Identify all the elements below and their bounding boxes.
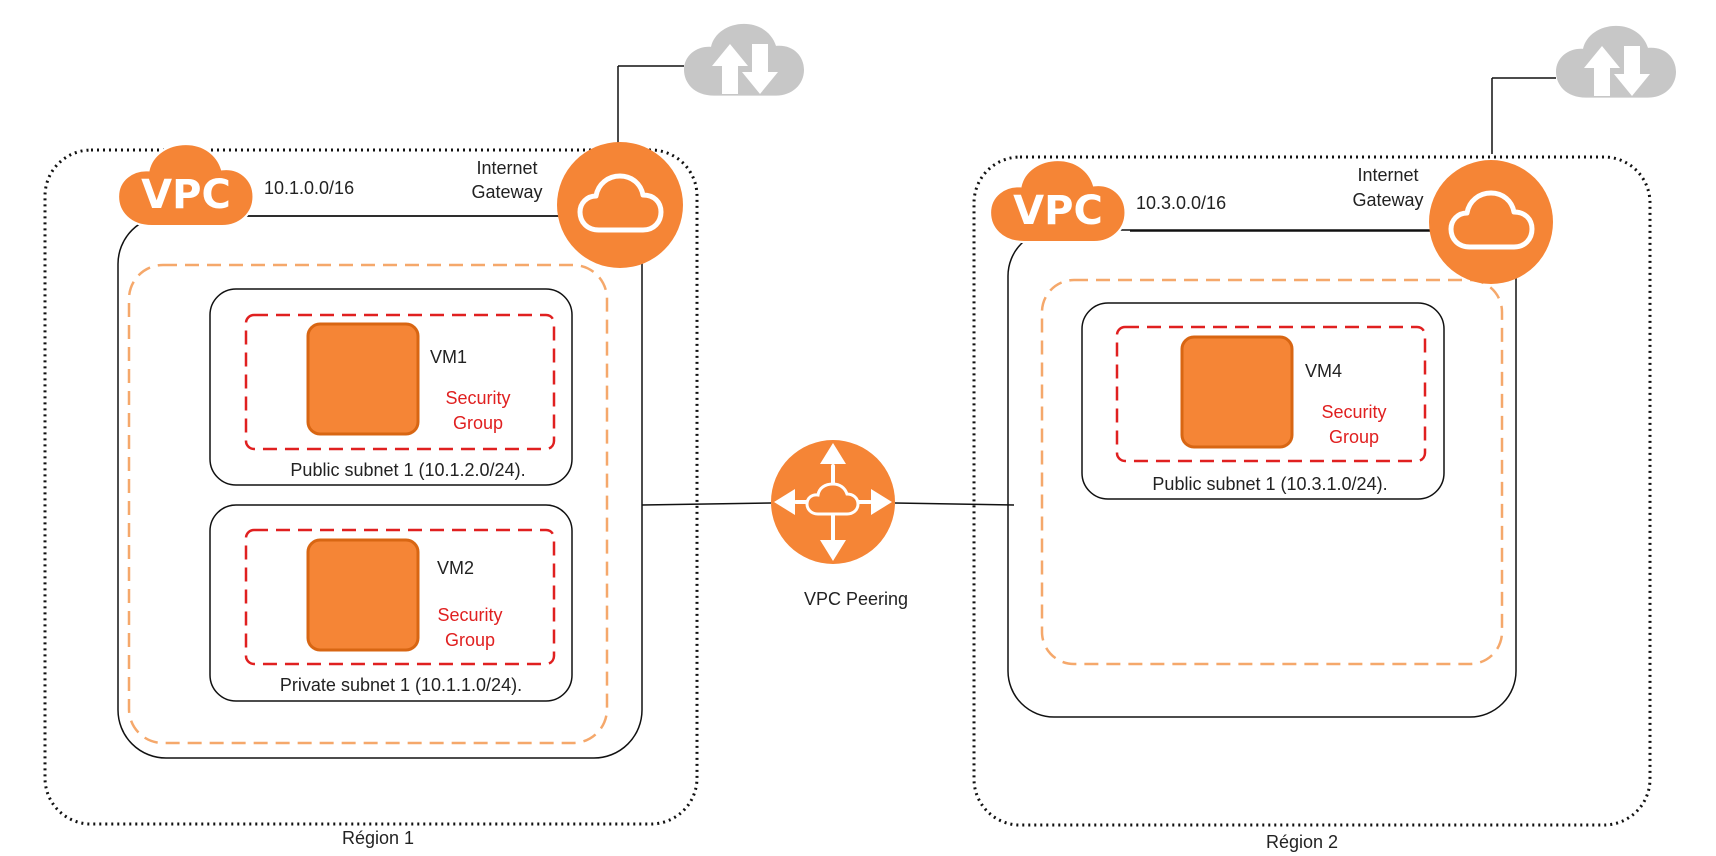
subnet-private-1-label: Private subnet 1 (10.1.1.0/24). <box>280 675 522 695</box>
region-1-label: Région 1 <box>342 828 414 848</box>
vpc-2-subnet-group <box>1040 278 1504 666</box>
sg-vm2-label-line2: Group <box>445 630 495 650</box>
region-2-boundary <box>972 155 1652 827</box>
region-1: Région 1 VPC 10.1.0.0/16 Internet Gatewa… <box>43 23 804 848</box>
internet-cloud-1 <box>684 23 804 96</box>
sg-vm4-label-line1: Security <box>1321 402 1386 422</box>
igw-1-label-line1: Internet <box>476 158 537 178</box>
internet-cloud-2 <box>1556 25 1676 98</box>
internet-gateway-1[interactable]: Internet Gateway <box>471 65 684 268</box>
internet-upload-download-cloud-icon <box>684 23 804 96</box>
region-2-label: Région 2 <box>1266 832 1338 852</box>
subnet-public-1[interactable]: VM1 Security Group Public subnet 1 (10.1… <box>209 288 573 486</box>
subnet-public-2[interactable]: VM4 Security Group Public subnet 1 (10.3… <box>1081 302 1445 500</box>
subnet-public-2-label: Public subnet 1 (10.3.1.0/24). <box>1152 474 1387 494</box>
vm4-label: VM4 <box>1305 361 1342 381</box>
vpc-1-badge-text: VPC <box>141 172 231 218</box>
vm1-label: VM1 <box>430 347 467 367</box>
ec2-instance-icon <box>1180 335 1294 449</box>
internet-gateway-2[interactable]: Internet Gateway <box>1352 77 1556 284</box>
sg-vm1-label-line1: Security <box>445 388 510 408</box>
vpc-1-subnet-group <box>127 263 609 745</box>
internet-gateway-icon <box>1429 160 1553 284</box>
sg-vm2-label-line1: Security <box>437 605 502 625</box>
vpc-2-badge-text: VPC <box>1013 188 1103 234</box>
region-1-boundary <box>43 148 699 826</box>
sg-vm1-label-line2: Group <box>453 413 503 433</box>
security-group-vm4 <box>1115 325 1427 463</box>
internet-upload-download-cloud-icon <box>1556 25 1676 98</box>
igw-2-label-line2: Gateway <box>1352 190 1423 210</box>
subnet-public-1-label: Public subnet 1 (10.1.2.0/24). <box>290 460 525 480</box>
security-group-vm1 <box>244 313 556 451</box>
ec2-instance-icon <box>306 322 420 436</box>
sg-vm4-label-line2: Group <box>1329 427 1379 447</box>
vpc-1-badge: VPC <box>116 142 255 228</box>
vpc-peering-label: VPC Peering <box>804 589 908 609</box>
internet-gateway-icon <box>557 142 683 268</box>
region-2: Région 2 VPC 10.3.0.0/16 Internet Gatewa… <box>972 25 1676 852</box>
vm2-label: VM2 <box>437 558 474 578</box>
igw-1-label-line2: Gateway <box>471 182 542 202</box>
igw-2-label-line1: Internet <box>1357 165 1418 185</box>
vpc-2-badge: VPC <box>988 158 1127 244</box>
vpc-peering[interactable]: VPC Peering <box>641 440 1015 609</box>
vpc-2-cidr: 10.3.0.0/16 <box>1136 193 1226 213</box>
security-group-vm2 <box>244 528 556 666</box>
subnet-private-1[interactable]: VM2 Security Group Private subnet 1 (10.… <box>209 504 573 702</box>
vpc-2-boundary <box>1007 229 1517 718</box>
ec2-instance-icon <box>306 538 420 652</box>
vpc-1-cidr: 10.1.0.0/16 <box>264 178 354 198</box>
